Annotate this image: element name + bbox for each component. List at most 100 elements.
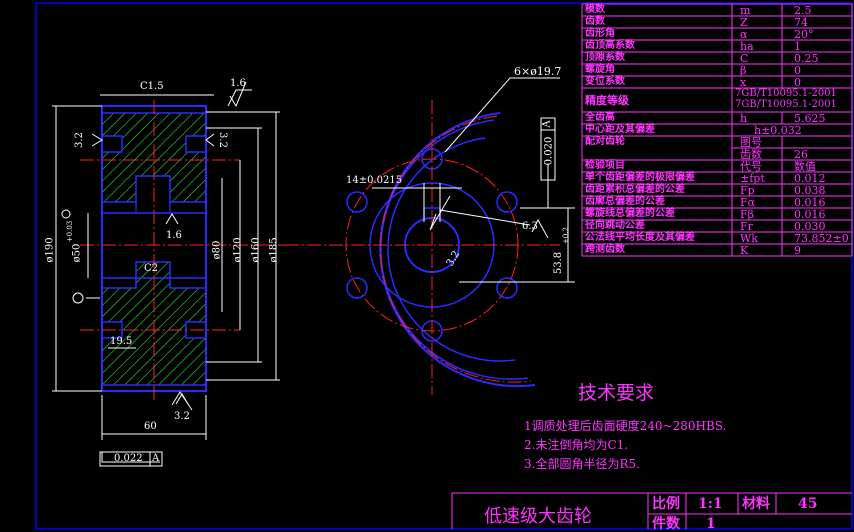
param-value: 5.625 bbox=[794, 111, 826, 125]
param-name: 公法线平均长度及其偏差 bbox=[585, 231, 695, 243]
drawing-frame bbox=[35, 2, 853, 530]
param-name: 齿距累积总偏差的公差 bbox=[585, 183, 685, 195]
param-value: 0.25 bbox=[794, 51, 819, 65]
param-symbol: ha bbox=[740, 39, 754, 53]
param-value: 73.852±0 bbox=[794, 231, 849, 245]
param-name: 齿廓总偏差的公差 bbox=[585, 195, 665, 207]
param-name: 变位系数 bbox=[585, 75, 625, 87]
dim-60: 60 bbox=[144, 421, 157, 432]
requirement-item-3: 3.全部圆角半径为R5. bbox=[524, 457, 640, 471]
param-value: 0.030 bbox=[794, 219, 826, 233]
param-symbol: Fβ bbox=[740, 207, 754, 221]
roughness-keyway: 6.3 bbox=[522, 221, 538, 232]
param-name: 齿顶高系数 bbox=[585, 39, 635, 51]
param-symbol: Fα bbox=[740, 195, 756, 209]
qty-label: 件数 bbox=[652, 516, 680, 532]
param-name: 配对齿轮 bbox=[585, 135, 625, 147]
param-value: 数值 bbox=[794, 159, 816, 173]
dim-d50-tol: +0.03 bbox=[66, 220, 75, 243]
tolerance-frame-bottom bbox=[99, 451, 163, 467]
dim-d190: ø190 bbox=[44, 237, 56, 263]
param-value: 20° bbox=[794, 27, 814, 41]
param-value: 0.016 bbox=[794, 207, 826, 221]
dim-c15: C1.5 bbox=[140, 81, 164, 92]
param-name: 中心距及其偏差 bbox=[585, 123, 655, 135]
param-symbol: K bbox=[740, 243, 749, 257]
param-value: 0 bbox=[794, 75, 801, 89]
param-name: 模数 bbox=[585, 3, 605, 15]
param-value: h±0.032 bbox=[754, 123, 802, 137]
dim-keyway-depth: 53.8 bbox=[553, 251, 565, 275]
scale-label: 比例 bbox=[652, 496, 680, 512]
param-name: 齿数 bbox=[585, 15, 605, 27]
param-symbol: ±fpt bbox=[740, 171, 765, 185]
param-name: 螺旋线总偏差的公差 bbox=[585, 207, 675, 219]
param-value: 9 bbox=[794, 243, 801, 257]
param-symbol: Z bbox=[740, 15, 748, 29]
param-symbol: h bbox=[740, 111, 748, 125]
tolerance-value-right: 0.020 bbox=[543, 136, 555, 166]
material-label: 材料 bbox=[742, 496, 770, 512]
param-value: 0.012 bbox=[794, 171, 826, 185]
section-view bbox=[52, 81, 300, 467]
param-value: 0.038 bbox=[794, 183, 826, 197]
front-view bbox=[285, 77, 575, 395]
roughness-bottom: 3.2 bbox=[174, 411, 190, 422]
dim-keyway-depth-tol: +0.2 bbox=[562, 227, 570, 244]
param-name: 全齿高 bbox=[585, 111, 615, 123]
dim-keyway-width: 14±0.0215 bbox=[346, 175, 403, 186]
roughness-left: 3.2 bbox=[73, 132, 85, 148]
param-symbol: 代号 bbox=[740, 159, 762, 173]
parameter-table bbox=[581, 3, 853, 257]
dim-c2: C2 bbox=[144, 263, 159, 274]
param-value: 1 bbox=[794, 39, 801, 53]
param-symbol: m bbox=[740, 3, 751, 17]
roughness-top: 1.6 bbox=[230, 78, 246, 89]
param-value: 26 bbox=[794, 147, 808, 161]
dim-holes: 6×ø19.7 bbox=[514, 65, 562, 78]
pitch-circle bbox=[379, 115, 532, 383]
param-symbol: 图号 bbox=[740, 135, 762, 149]
title-block bbox=[451, 492, 852, 529]
requirement-item-1: 1调质处理后齿面硬度240~280HBS. bbox=[524, 419, 727, 433]
dim-195: 19.5 bbox=[110, 336, 133, 347]
param-value: 0 bbox=[794, 63, 801, 77]
param-name: 检验项目 bbox=[585, 159, 625, 171]
param-symbol: β bbox=[740, 63, 747, 77]
param-symbol: Fr bbox=[740, 219, 753, 233]
dim-d120: ø120 bbox=[232, 237, 244, 263]
param-name: 精度等级 bbox=[585, 93, 629, 107]
param-name: 跨测齿数 bbox=[585, 243, 625, 255]
material-value: 45 bbox=[798, 496, 818, 512]
param-symbol: x bbox=[740, 75, 747, 89]
param-name: 齿形角 bbox=[585, 27, 615, 39]
param-symbol: α bbox=[740, 27, 748, 41]
tolerance-frame-right bbox=[540, 117, 556, 181]
scale-value: 1:1 bbox=[698, 496, 723, 512]
dim-d80: ø80 bbox=[211, 240, 223, 260]
dim-d185: ø185 bbox=[268, 237, 280, 263]
roughness-mid: 1.6 bbox=[166, 230, 182, 241]
dim-d160: ø160 bbox=[250, 237, 262, 263]
param-name: 径向跳动公差 bbox=[585, 219, 645, 231]
qty-value: 1 bbox=[706, 516, 716, 532]
requirements-title: 技术要求 bbox=[578, 382, 655, 404]
tolerance-value-bottom: 0.022 bbox=[114, 453, 143, 464]
part-name: 低速级大齿轮 bbox=[484, 506, 592, 527]
param-value: 0.016 bbox=[794, 195, 826, 209]
datum-label-right: A bbox=[541, 120, 553, 128]
roughness-right: 3.2 bbox=[216, 132, 228, 148]
param-symbol: C bbox=[740, 51, 749, 65]
datum-label-bottom: A bbox=[152, 453, 160, 464]
param-symbol: 齿数 bbox=[740, 147, 762, 161]
param-symbol: Fp bbox=[740, 183, 755, 197]
param-value-2: 7GB/T10095.1-2001 bbox=[735, 99, 837, 110]
param-value: 2.5 bbox=[794, 3, 812, 17]
param-value: 74 bbox=[794, 15, 808, 29]
requirement-item-2: 2.未注倒角均为C1. bbox=[524, 438, 629, 452]
param-name: 螺旋角 bbox=[585, 63, 615, 75]
dim-d50: ø50 bbox=[71, 243, 83, 263]
param-value: 7GB/T10095.1-2001 bbox=[735, 88, 837, 99]
param-symbol: Wk bbox=[740, 231, 758, 245]
